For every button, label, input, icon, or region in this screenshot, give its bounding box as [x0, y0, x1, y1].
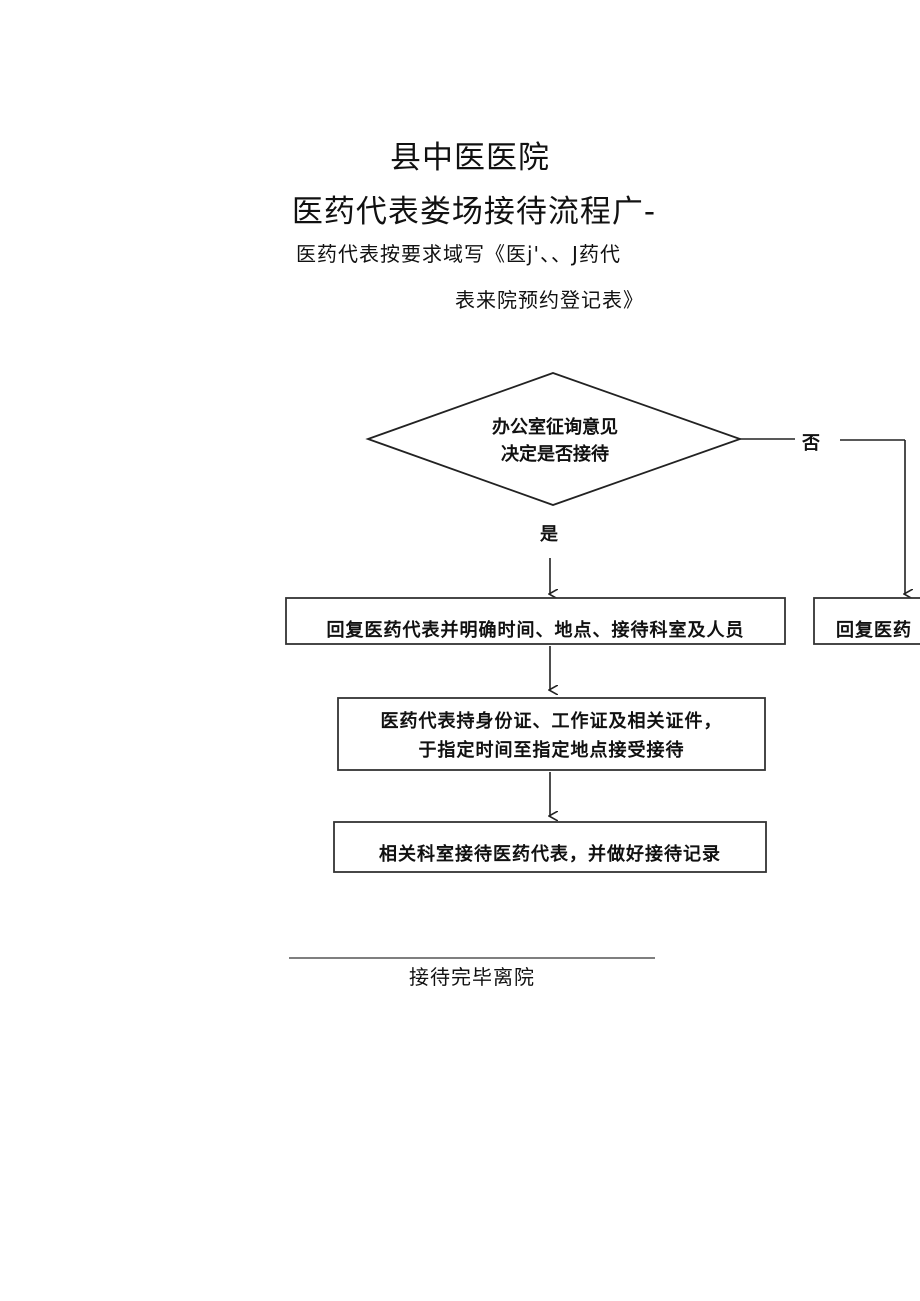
visit-step-text: 医药代表持身份证、工作证及相关证件， 于指定时间至指定地点接受接待: [338, 707, 765, 765]
reply-step-text: 回复医药代表并明确时间、地点、接待科室及人员: [326, 620, 745, 641]
decision-text: 办公室征询意见 决定是否接待: [455, 414, 655, 468]
record-box: [333, 821, 767, 873]
branch-yes-label: 是: [540, 524, 558, 545]
decision-line-2: 决定是否接待: [501, 444, 609, 465]
decision-line-1: 办公室征询意见: [492, 417, 618, 438]
visit-line-1: 医药代表持身份证、工作证及相关证件，: [380, 711, 723, 732]
intro-line-2: 表来院预约登记表》: [455, 288, 644, 312]
process-title: 医药代表娄场接待流程广-: [291, 194, 657, 230]
ending-text: 接待完毕离院: [409, 965, 535, 989]
hospital-name: 县中医医院: [390, 140, 550, 176]
visit-line-2: 于指定时间至指定地点接受接待: [418, 740, 685, 761]
reply-box-right: [813, 597, 920, 645]
reply-right-text: 回复医药: [836, 620, 912, 641]
decision-diamond: [365, 372, 743, 506]
record-step-text: 相关科室接待医药代表，并做好接待记录: [379, 844, 721, 865]
reply-box: [285, 597, 786, 645]
visit-box: [337, 697, 766, 771]
intro-line-1: 医药代表按要求域写《医j'、、J药代: [296, 242, 621, 266]
branch-no-label: 否: [802, 433, 820, 454]
